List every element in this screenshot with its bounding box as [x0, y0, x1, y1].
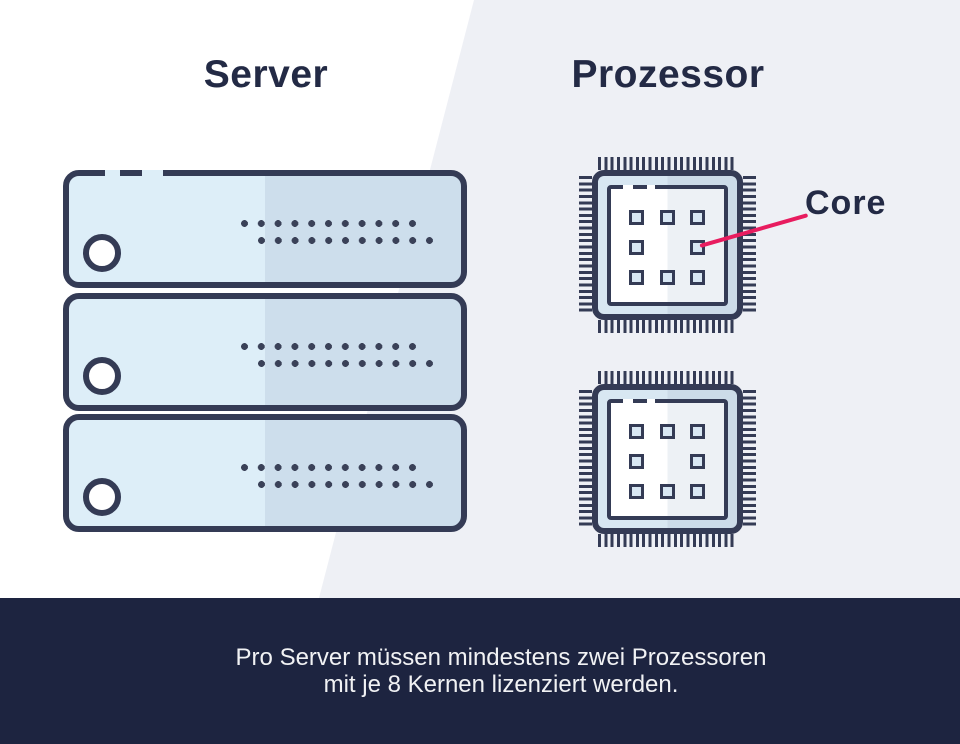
- caption-line-1: Pro Server müssen mindestens zwei Prozes…: [235, 644, 767, 671]
- core-label: Core: [805, 184, 887, 222]
- server-unit-2-icon: [63, 293, 467, 411]
- core-square: [629, 454, 644, 469]
- core-square: [629, 484, 644, 499]
- server-heading: Server: [203, 53, 329, 96]
- processor-chip-2-icon: [579, 371, 756, 547]
- vent-dots-row: [241, 343, 417, 350]
- core-square: [629, 270, 644, 285]
- chip-pins-right: [743, 390, 756, 528]
- chip-die: [607, 399, 728, 520]
- caption-line-2: mit je 8 Kernen lizenziert werden.: [323, 671, 679, 698]
- chip-pins-left: [579, 390, 592, 528]
- drive-bay-circle: [83, 234, 121, 272]
- core-square: [690, 210, 705, 225]
- chip-pins-top: [598, 157, 737, 170]
- dash-detail: [647, 399, 655, 404]
- chip-die: [607, 185, 728, 306]
- vent-dots-row: [241, 220, 417, 227]
- chip-pins-bottom: [598, 320, 737, 333]
- vent-dots-row: [241, 464, 417, 471]
- drive-bay-circle: [83, 478, 121, 516]
- dash-detail: [142, 170, 163, 177]
- vent-dots-row: [258, 360, 434, 367]
- dash-detail: [623, 185, 633, 190]
- core-square: [690, 270, 705, 285]
- vent-dots-row: [258, 237, 434, 244]
- core-square: [660, 210, 675, 225]
- core-square: [629, 424, 644, 439]
- processor-heading: Prozessor: [571, 53, 765, 96]
- core-square: [660, 484, 675, 499]
- core-square: [629, 240, 644, 255]
- core-square: [690, 484, 705, 499]
- dash-detail: [647, 185, 655, 190]
- vent-dots-row: [258, 481, 434, 488]
- dash-detail: [105, 170, 120, 177]
- core-square: [660, 424, 675, 439]
- core-square: [629, 210, 644, 225]
- processor-chip-1-icon: [579, 157, 756, 333]
- core-square: [690, 424, 705, 439]
- core-square: [660, 270, 675, 285]
- chip-pins-bottom: [598, 534, 737, 547]
- footer-caption-bar: Pro Server müssen mindestens zwei Prozes…: [0, 598, 960, 744]
- server-unit-3-icon: [63, 414, 467, 532]
- dash-detail: [623, 399, 633, 404]
- server-unit-1-icon: [63, 170, 467, 288]
- chip-pins-right: [743, 176, 756, 314]
- drive-bay-circle: [83, 357, 121, 395]
- core-square: [690, 454, 705, 469]
- chip-pins-left: [579, 176, 592, 314]
- chip-pins-top: [598, 371, 737, 384]
